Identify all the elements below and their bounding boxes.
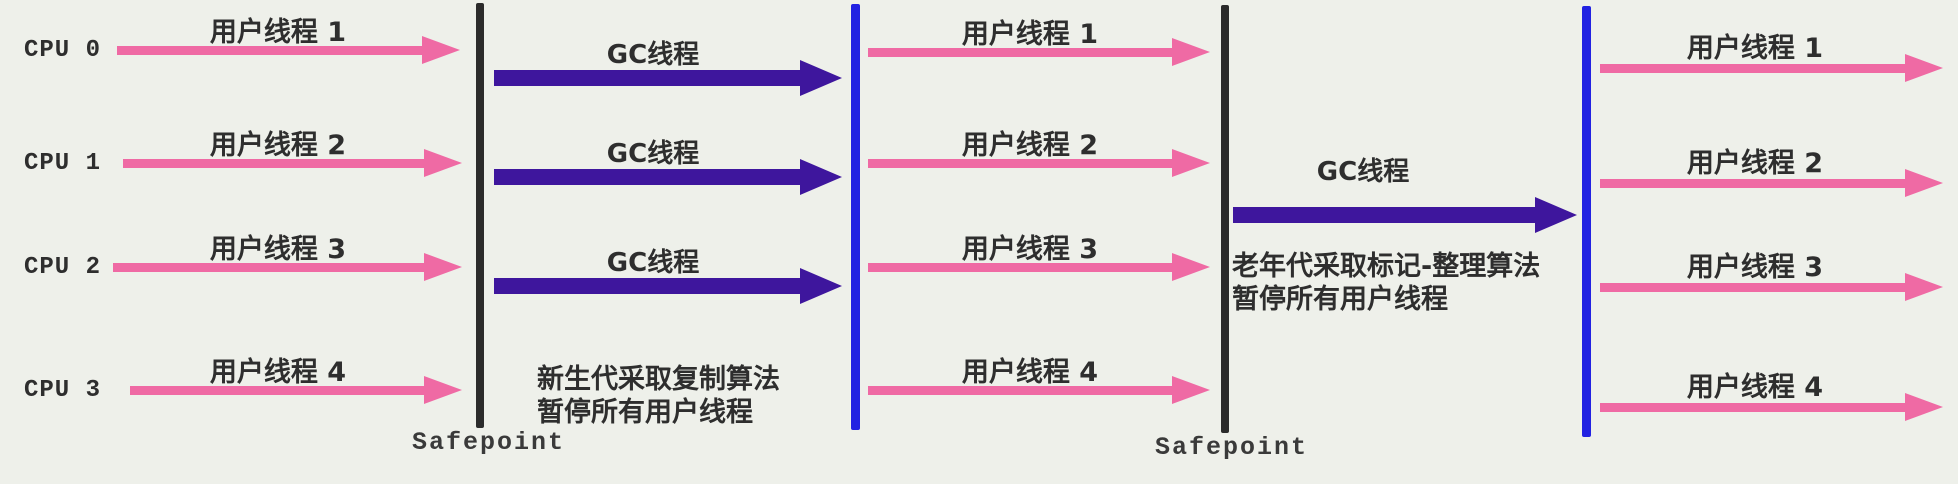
safepoint-label-1: Safepoint	[412, 428, 566, 457]
user-thread-label: 用户线程 4	[961, 357, 1099, 388]
user-thread-label: 用户线程 2	[209, 130, 347, 161]
user-thread-arrow	[117, 36, 460, 64]
resume-line-2	[1582, 6, 1591, 437]
safepoint-line-1	[476, 3, 484, 428]
user-thread-label: 用户线程 3	[961, 234, 1099, 265]
minor-gc-caption-line2: 暂停所有用户线程	[537, 397, 753, 428]
user-thread-arrow	[123, 149, 462, 177]
gc-thread-arrow	[494, 159, 842, 195]
user-thread-label: 用户线程 1	[1686, 33, 1824, 64]
user-thread-arrow	[868, 253, 1210, 281]
gc-thread-arrow	[494, 60, 842, 96]
user-thread-label: 用户线程 1	[961, 19, 1099, 50]
user-thread-label: 用户线程 3	[209, 234, 347, 265]
minor-gc-caption-line1: 新生代采取复制算法	[537, 364, 780, 395]
user-thread-label: 用户线程 4	[1686, 372, 1824, 403]
user-thread-arrow	[1600, 54, 1943, 82]
user-thread-arrow	[113, 253, 462, 281]
cpu-label-0: CPU 0	[24, 37, 102, 64]
user-thread-arrow	[868, 376, 1210, 404]
user-thread-arrow	[1600, 273, 1943, 301]
major-gc-caption-line2: 暂停所有用户线程	[1232, 284, 1448, 315]
user-thread-arrow	[1600, 169, 1943, 197]
safepoint-line-2	[1221, 5, 1229, 433]
cpu-label-2: CPU 2	[24, 254, 102, 281]
user-thread-label: 用户线程 2	[1686, 148, 1824, 179]
major-gc-caption-line1: 老年代采取标记-整理算法	[1232, 251, 1541, 282]
gc-thread-label: GC线程	[1316, 157, 1410, 187]
gc-thread-label: GC线程	[606, 248, 700, 278]
user-thread-arrow	[130, 376, 462, 404]
gc-thread-label: GC线程	[606, 139, 700, 169]
resume-line-1	[851, 4, 860, 430]
gc-thread-label: GC线程	[606, 40, 700, 70]
user-thread-label: 用户线程 1	[209, 17, 347, 48]
user-thread-arrow	[1600, 393, 1943, 421]
gc-thread-arrow	[1233, 197, 1577, 233]
cpu-label-3: CPU 3	[24, 377, 102, 404]
cpu-label-1: CPU 1	[24, 150, 102, 177]
safepoint-label-2: Safepoint	[1155, 433, 1309, 462]
user-thread-label: 用户线程 3	[1686, 252, 1824, 283]
user-thread-label: 用户线程 4	[209, 357, 347, 388]
user-thread-arrow	[868, 149, 1210, 177]
user-thread-arrow	[868, 38, 1210, 66]
user-thread-label: 用户线程 2	[961, 130, 1099, 161]
gc-thread-arrow	[494, 268, 842, 304]
